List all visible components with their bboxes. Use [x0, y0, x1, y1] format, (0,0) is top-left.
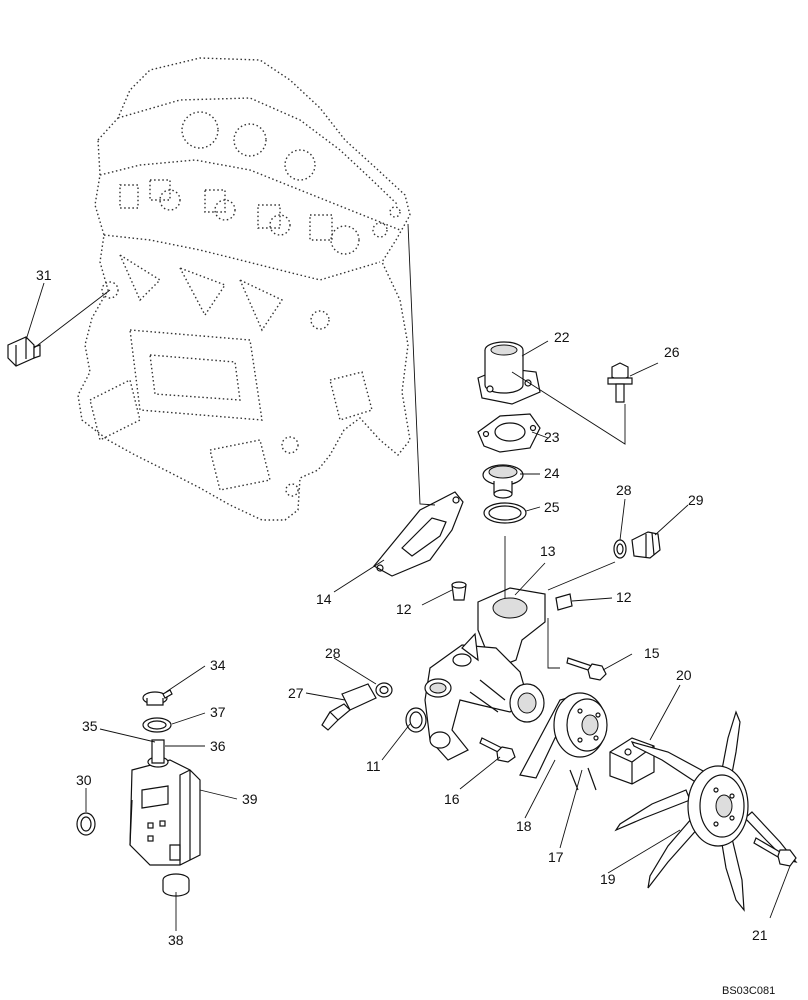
callout-37: 37 — [210, 704, 226, 720]
callout-28-upper: 28 — [616, 482, 632, 498]
engine-block-illustration — [77, 57, 411, 521]
temperature-sensor-27-icon — [321, 683, 377, 731]
bolt-15-icon — [566, 657, 607, 681]
reservoir-cap-34-icon — [142, 689, 173, 706]
gasket-14-icon — [373, 491, 464, 577]
callout-31: 31 — [36, 267, 52, 283]
callout-34: 34 — [210, 657, 226, 673]
callout-20: 20 — [676, 667, 692, 683]
callout-labels: 31 22 26 23 24 28 29 25 13 14 12 12 15 2… — [36, 267, 768, 948]
washer-28-upper-icon — [613, 539, 627, 559]
spacer-20-icon — [609, 737, 655, 785]
gasket-23-icon — [477, 413, 541, 453]
callout-16: 16 — [444, 791, 460, 807]
callout-18: 18 — [516, 818, 532, 834]
thermostat-cover-22-icon — [477, 341, 541, 405]
callout-29: 29 — [688, 492, 704, 508]
diagram-code: BS03C081 — [722, 985, 775, 997]
callout-12-right: 12 — [616, 589, 632, 605]
o-ring-11-icon — [405, 707, 427, 733]
cap-38-icon — [162, 873, 190, 897]
callout-35: 35 — [82, 718, 98, 734]
callout-26: 26 — [664, 344, 680, 360]
callout-14: 14 — [316, 591, 332, 607]
callout-38: 38 — [168, 932, 184, 948]
reservoir-39-icon — [129, 739, 201, 866]
thermostat-24-icon — [482, 464, 524, 499]
callout-24: 24 — [544, 465, 560, 481]
callout-12-left: 12 — [396, 601, 412, 617]
callout-21: 21 — [752, 927, 768, 943]
pulley-17-icon — [553, 692, 608, 758]
o-ring-25-icon — [483, 502, 527, 524]
bolt-26-icon — [607, 362, 633, 403]
callout-19: 19 — [600, 871, 616, 887]
clamp-30-icon — [76, 812, 96, 836]
plug-31-icon — [7, 336, 41, 367]
water-pump-13-icon — [424, 587, 546, 761]
callout-36: 36 — [210, 738, 226, 754]
plug-12-right-icon — [555, 593, 573, 611]
callout-28-lower: 28 — [325, 645, 341, 661]
callout-22: 22 — [554, 329, 570, 345]
leader-lines — [25, 223, 791, 931]
washer-28-lower-icon — [375, 682, 393, 698]
callout-17: 17 — [548, 849, 564, 865]
callout-23: 23 — [544, 429, 560, 445]
plug-29-icon — [631, 531, 661, 559]
bolt-16-icon — [479, 737, 516, 763]
callout-15: 15 — [644, 645, 660, 661]
bolt-21-icon — [753, 837, 797, 867]
callout-25: 25 — [544, 499, 560, 515]
callout-30: 30 — [76, 772, 92, 788]
callout-27: 27 — [288, 685, 304, 701]
plug-12-top-icon — [451, 581, 467, 601]
callout-13: 13 — [540, 543, 556, 559]
gasket-37-icon — [142, 717, 172, 733]
callout-39: 39 — [242, 791, 258, 807]
callout-11: 11 — [366, 758, 381, 774]
